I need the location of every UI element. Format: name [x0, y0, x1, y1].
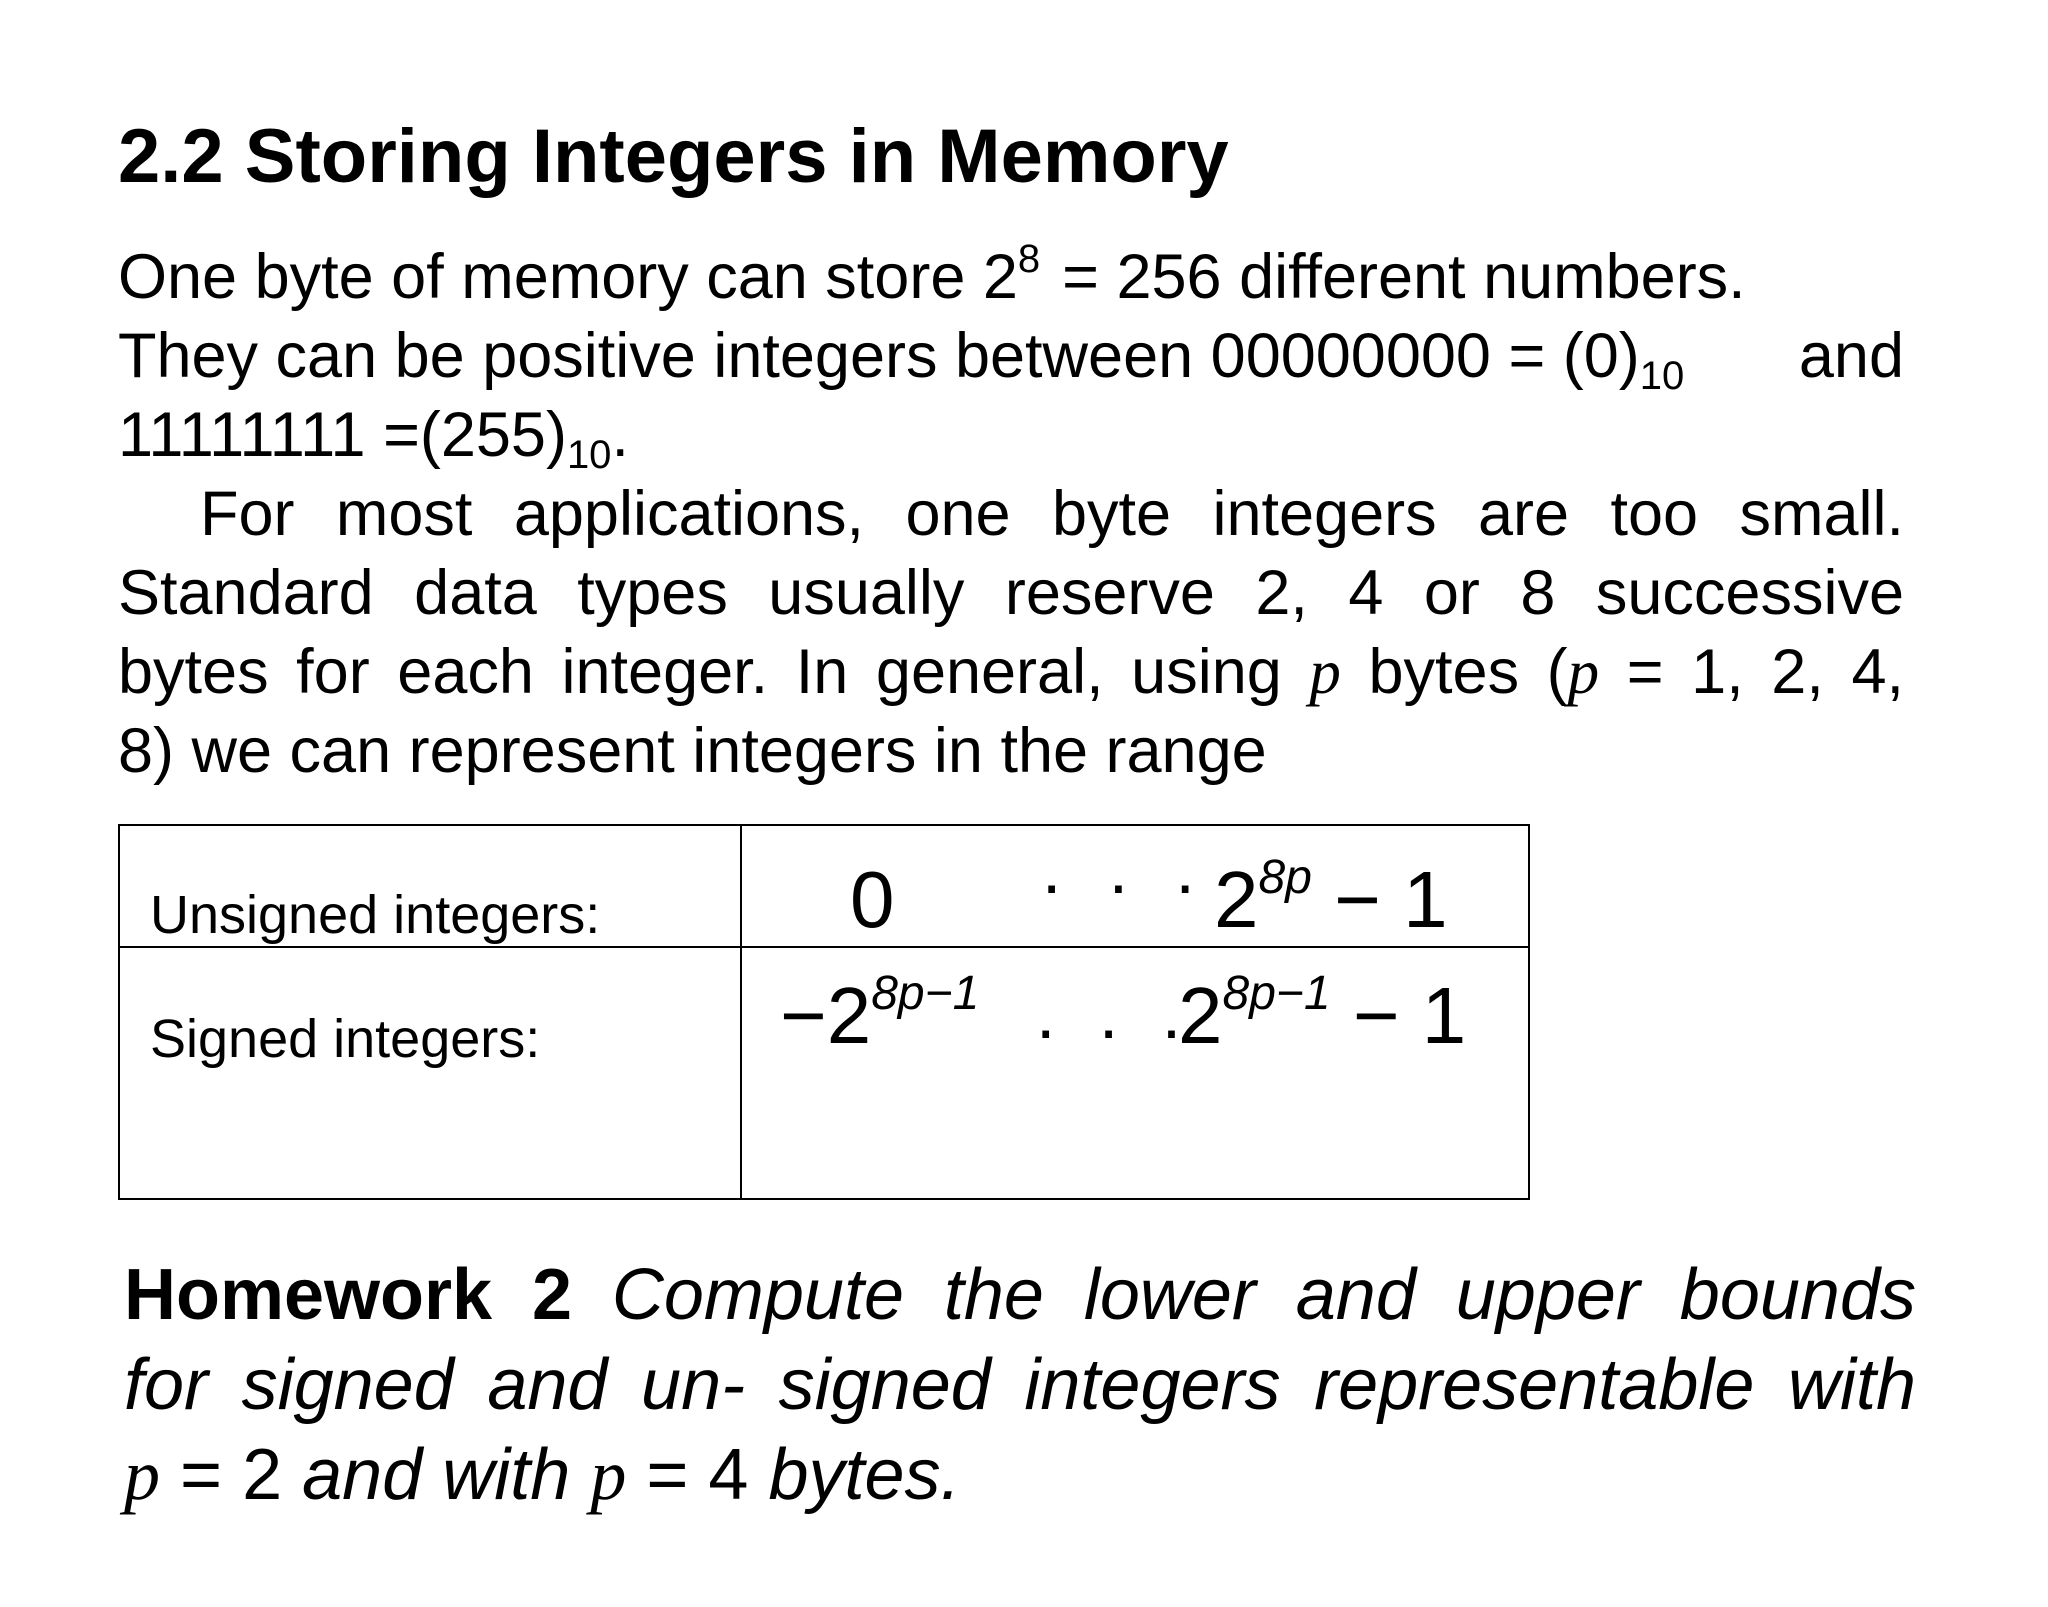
signed-range-dots: . . . [1036, 975, 1194, 1053]
signed-lower-base: −2 [780, 971, 872, 1060]
unsigned-range-dots: · · · [1040, 845, 1209, 923]
paragraph-1-line-2: They can be positive integers between 00… [118, 317, 1904, 396]
signed-upper-rest: − 1 [1352, 971, 1467, 1060]
homework-text-2: for signed and un- signed integers repre… [124, 1345, 1916, 1425]
p2-text-3a: bytes for each integer. In general, usin… [118, 637, 1282, 707]
p1-text-3b: . [611, 400, 629, 470]
p2-text-1: For most applications, one byte integers… [200, 479, 1904, 549]
p1-subscript-1: 10 [1639, 354, 1685, 398]
table-row-divider [120, 946, 1528, 948]
p1-text-1a: One byte of memory can store 2 [118, 242, 1018, 312]
section-number: 2.2 [118, 114, 224, 199]
p-variable: p [124, 1435, 160, 1515]
paragraph-1: One byte of memory can store 28 = 256 di… [118, 238, 1904, 791]
paragraph-2-line-4: 8) we can represent integers in the rang… [118, 712, 1904, 791]
unsigned-upper-rest: − 1 [1334, 855, 1448, 944]
paragraph-1-line-3: 11111111 =(255)10. [118, 396, 1904, 475]
section-title: 2.2 Storing Integers in Memory [118, 112, 1229, 202]
homework-label: Homework 2 [124, 1255, 572, 1335]
homework-line-2: for signed and un- signed integers repre… [124, 1340, 1916, 1430]
p2-text-3c: = 1, 2, 4, [1626, 637, 1904, 707]
homework-text-1: Compute the lower and upper bounds [611, 1255, 1916, 1335]
p-variable: p [1567, 637, 1600, 707]
section-title-text: Storing Integers in Memory [244, 114, 1229, 199]
p1-text-3a: 11111111 =(255) [118, 400, 567, 470]
p1-text-2: They can be positive integers between 00… [118, 317, 1684, 396]
paragraph-2-line-2: Standard data types usually reserve 2, 4… [118, 554, 1904, 633]
p1-exponent: 8 [1017, 237, 1041, 281]
signed-upper-bound: 28p−1 − 1 [1178, 970, 1466, 1056]
row-label-unsigned: Unsigned integers: [150, 885, 601, 945]
homework-line-1: Homework 2 Compute the lower and upper b… [124, 1250, 1916, 1340]
p2-text-3b: bytes ( [1368, 637, 1568, 707]
p1-text-2b: and [1798, 321, 1904, 391]
paragraph-2-line-1: For most applications, one byte integers… [118, 475, 1904, 554]
homework-text-3b: and with [302, 1435, 571, 1515]
p-variable: p [590, 1435, 627, 1515]
p1-text-1: One byte of memory can store 28 [118, 238, 1040, 317]
row-label-signed: Signed integers: [150, 1009, 541, 1069]
signed-upper-base: 2 [1178, 971, 1223, 1060]
signed-lower-bound: −28p−1 [780, 970, 979, 1056]
unsigned-upper-base: 2 [1214, 855, 1259, 944]
homework-text-3a: = 2 [180, 1435, 283, 1515]
unsigned-upper-exponent: 8p [1258, 851, 1312, 904]
paragraph-2-line-3: bytes for each integer. In general, usin… [118, 633, 1904, 712]
homework-text-3c: = 4 [646, 1435, 749, 1515]
signed-upper-exponent: 8p−1 [1222, 967, 1331, 1020]
unsigned-upper-bound: 28p − 1 [1214, 854, 1448, 940]
p1-text-1b: = 256 different numbers. [1062, 242, 1746, 312]
integer-range-table: Unsigned integers: 0 · · · 28p − 1 Signe… [118, 824, 1530, 1200]
unsigned-lower-bound: 0 [850, 855, 895, 944]
homework-text-3d: bytes. [768, 1435, 961, 1515]
p2-text-4: 8) we can represent integers in the rang… [118, 716, 1267, 786]
homework-block: Homework 2 Compute the lower and upper b… [124, 1250, 1916, 1520]
homework-line-3: p = 2 and with p = 4 bytes. [124, 1430, 1916, 1520]
p2-text-2: Standard data types usually reserve 2, 4… [118, 558, 1904, 628]
p1-text-2a: They can be positive integers between 00… [118, 321, 1640, 391]
signed-lower-exponent: 8p−1 [871, 967, 980, 1020]
p-variable: p [1309, 637, 1341, 707]
p1-subscript-2: 10 [566, 433, 612, 477]
paragraph-1-line-1: One byte of memory can store 28 = 256 di… [118, 238, 1904, 317]
table-column-divider [740, 826, 742, 1198]
